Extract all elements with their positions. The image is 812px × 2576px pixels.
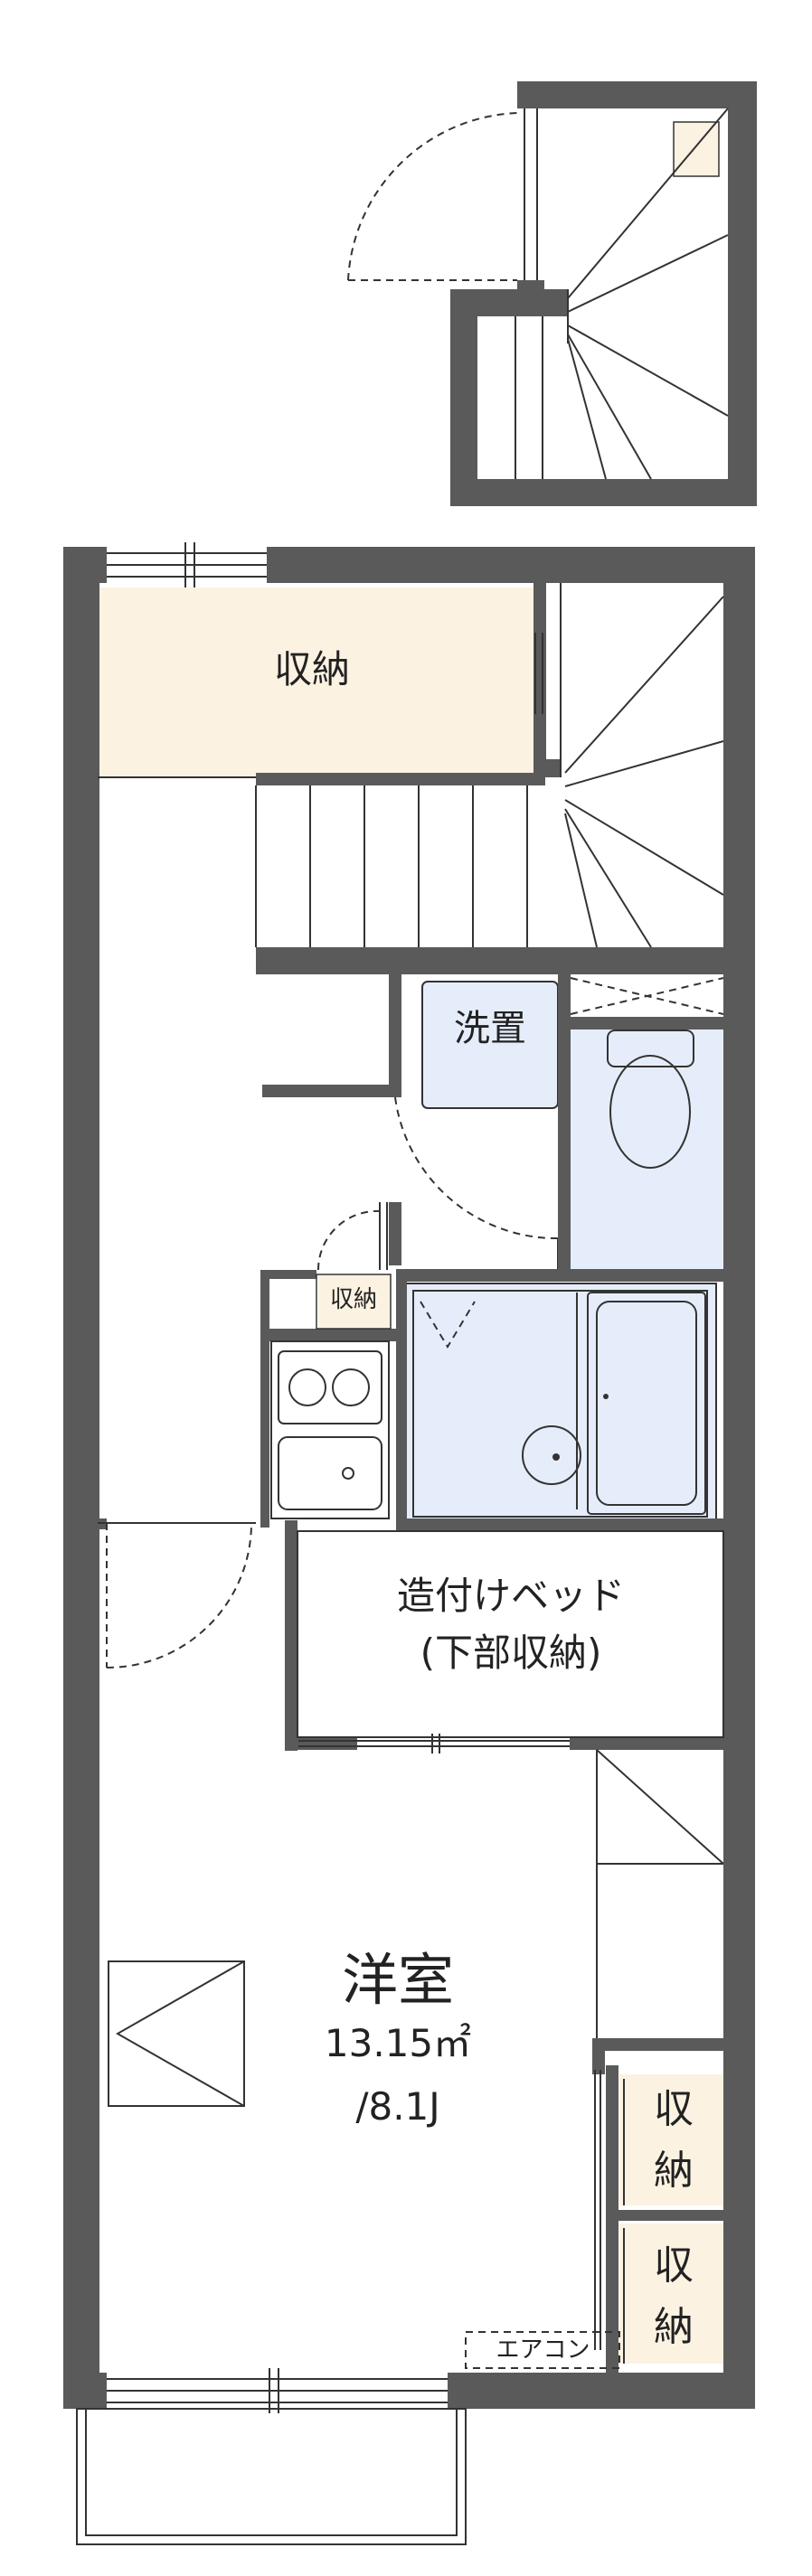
label-storage-small: 収納 bbox=[329, 1286, 377, 1313]
closet2-label-b: 納 bbox=[654, 2304, 694, 2350]
corridor-partitions bbox=[262, 974, 559, 1271]
loft-corner-fill bbox=[674, 122, 719, 176]
loft-corner-box bbox=[673, 121, 720, 177]
bathroom-fill bbox=[403, 1283, 717, 1527]
bottom-window bbox=[76, 2368, 467, 2545]
closet1-fill bbox=[619, 2074, 726, 2205]
closet1-label-a: 収 bbox=[654, 2086, 694, 2132]
label-storage-top: 収納 bbox=[273, 647, 350, 691]
room-name: 洋室 bbox=[341, 1947, 454, 2013]
label-laundry: 洗置 bbox=[454, 1008, 526, 1049]
loft-stairs bbox=[515, 108, 729, 480]
bathroom bbox=[396, 1269, 723, 1531]
room-door bbox=[98, 1518, 256, 1669]
room-tatami: /8.1J bbox=[355, 2084, 440, 2129]
loft-door bbox=[347, 108, 538, 281]
top-window bbox=[107, 542, 267, 588]
toilet-fill bbox=[570, 1029, 723, 1274]
closet1-label-b: 納 bbox=[654, 2148, 694, 2194]
main-walls bbox=[63, 547, 755, 2409]
room-window-box bbox=[108, 1960, 245, 2107]
loft-walls bbox=[450, 81, 757, 506]
kitchen bbox=[260, 1270, 396, 1528]
closet2-label-a: 収 bbox=[654, 2242, 694, 2289]
closets bbox=[592, 2038, 723, 2373]
stair-void bbox=[596, 1749, 724, 2038]
storage-small-fill bbox=[318, 1274, 391, 1336]
aircon-outline bbox=[465, 2331, 620, 2369]
closet2-fill bbox=[619, 2223, 726, 2364]
main-stairs bbox=[255, 583, 724, 974]
label-bed-line2: (下部収納) bbox=[420, 1631, 602, 1675]
room-area: 13.15㎡ bbox=[324, 2021, 472, 2065]
aircon-label: エアコン bbox=[496, 2336, 590, 2364]
label-bed-line1: 造付けベッド bbox=[396, 1574, 625, 1618]
built-in-bed bbox=[285, 1520, 724, 1753]
storage-top-fill bbox=[98, 588, 533, 777]
